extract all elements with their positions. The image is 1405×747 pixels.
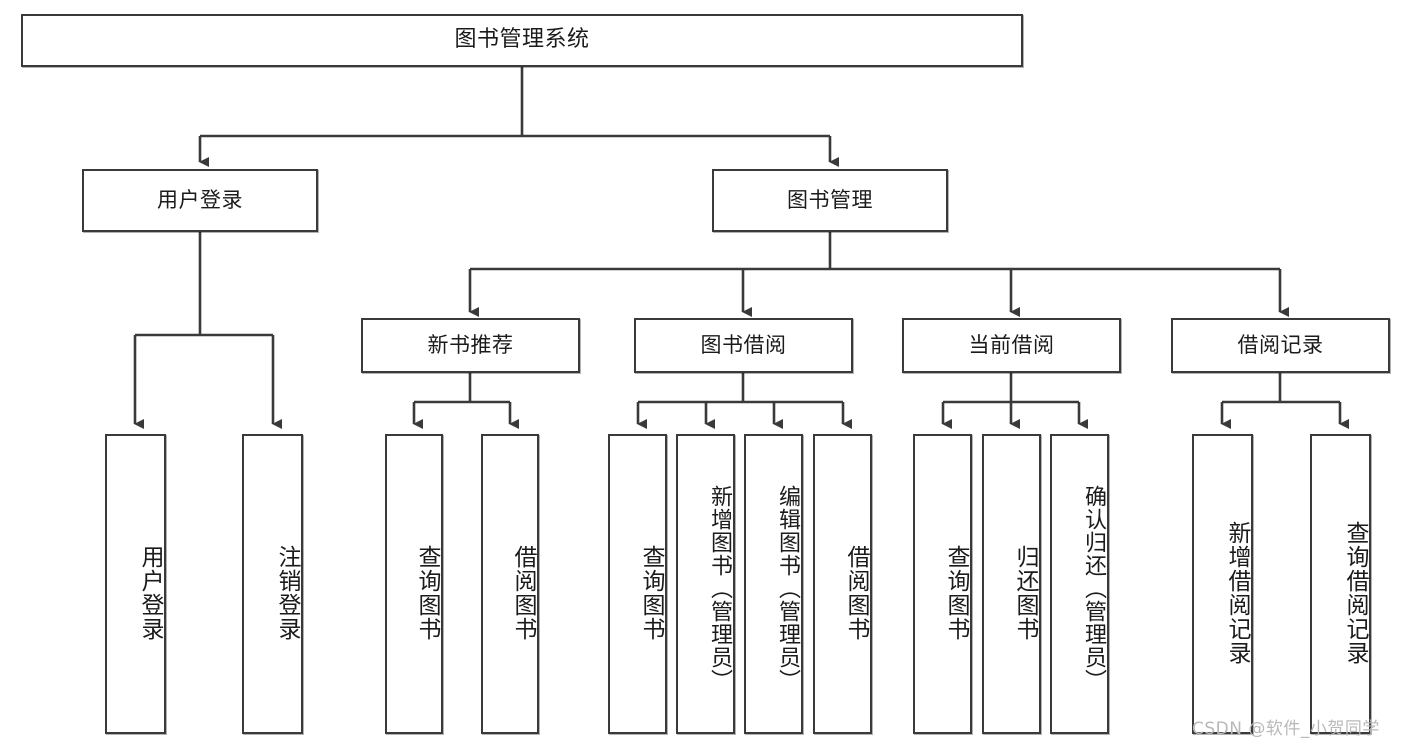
leaf-query-book-borrow[interactable]: 查询图书 (608, 434, 667, 734)
leaf-add-book-admin[interactable]: 新增图书（管理员） (676, 434, 735, 734)
leaf-add-borrow-record[interactable]: 新增借阅记录 (1192, 434, 1253, 734)
node-label: 查询图书 (638, 545, 664, 641)
node-book-manage[interactable]: 图书管理 (712, 169, 948, 232)
leaf-query-borrow-record[interactable]: 查询借阅记录 (1310, 434, 1371, 734)
node-label: 借阅图书 (843, 545, 869, 641)
node-label: 新增借阅记录 (1224, 521, 1250, 665)
node-label: 用户登录 (157, 187, 243, 212)
leaf-borrow-book-recommend[interactable]: 借阅图书 (481, 434, 539, 734)
node-label: 图书管理 (787, 187, 873, 212)
node-label: 查询图书 (943, 545, 969, 641)
leaf-logout-login[interactable]: 注销登录 (242, 434, 303, 734)
leaf-edit-book-admin[interactable]: 编辑图书（管理员） (744, 434, 803, 734)
node-label: 确认归还（管理员） (1081, 484, 1106, 692)
leaf-return-book[interactable]: 归还图书 (982, 434, 1041, 734)
node-label: 图书借阅 (700, 332, 787, 357)
node-label: 查询借阅记录 (1342, 521, 1368, 665)
node-user-login[interactable]: 用户登录 (82, 169, 318, 232)
node-new-book-recommend[interactable]: 新书推荐 (361, 318, 580, 373)
leaf-user-login[interactable]: 用户登录 (105, 434, 166, 734)
node-borrow-record[interactable]: 借阅记录 (1171, 318, 1390, 373)
node-label: 新书推荐 (427, 332, 514, 357)
csdn-watermark: CSDN @软件_小贺同学 (1192, 719, 1380, 739)
node-label: 注销登录 (274, 545, 300, 641)
leaf-borrow-book[interactable]: 借阅图书 (813, 434, 872, 734)
node-label: 借阅图书 (510, 545, 536, 641)
node-label: 归还图书 (1012, 545, 1038, 641)
node-label: 查询图书 (414, 545, 440, 641)
node-label: 借阅记录 (1237, 332, 1324, 357)
node-label: 当前借阅 (968, 332, 1055, 357)
node-book-management-system[interactable]: 图书管理系统 (21, 14, 1023, 67)
node-label: 编辑图书（管理员） (775, 484, 800, 692)
node-book-borrow[interactable]: 图书借阅 (634, 318, 853, 373)
node-current-borrow[interactable]: 当前借阅 (902, 318, 1121, 373)
leaf-query-book-current[interactable]: 查询图书 (913, 434, 972, 734)
node-label: 图书管理系统 (454, 27, 590, 53)
leaf-query-book-recommend[interactable]: 查询图书 (385, 434, 443, 734)
node-label: 用户登录 (137, 545, 163, 641)
leaf-confirm-return-admin[interactable]: 确认归还（管理员） (1050, 434, 1109, 734)
node-label: 新增图书（管理员） (707, 484, 732, 692)
